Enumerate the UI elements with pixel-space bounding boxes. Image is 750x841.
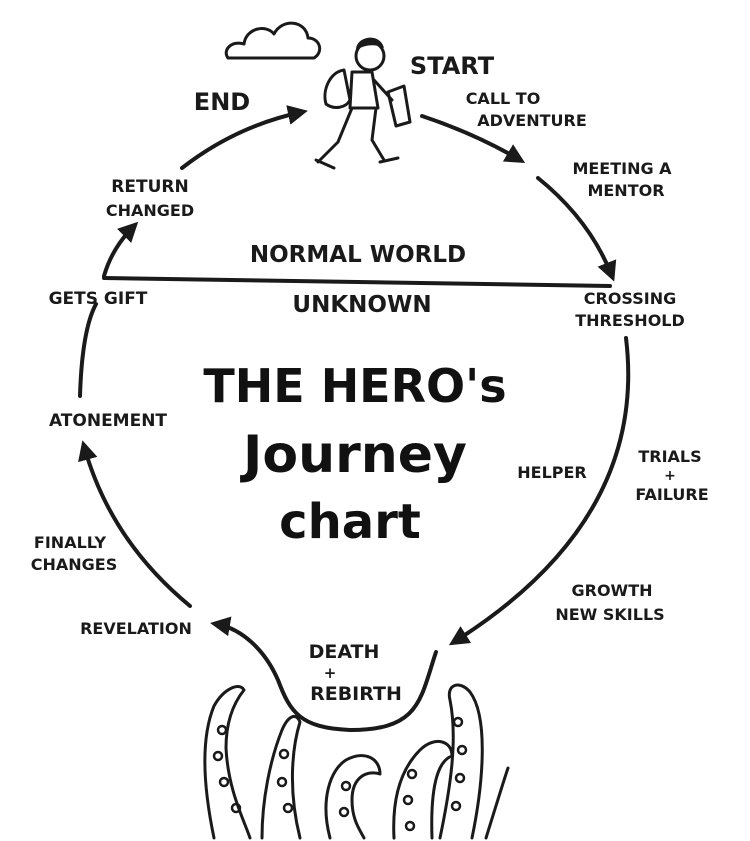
title-line-1: THE HERO's <box>203 359 506 413</box>
arrow-atonement-to-gift <box>78 302 98 398</box>
hiker-icon <box>314 37 412 170</box>
world-divider <box>102 276 612 288</box>
trials-label-1: TRIALS <box>638 447 701 466</box>
finally-label-1: FINALLY <box>34 533 107 552</box>
death-label-1: DEATH <box>309 641 380 663</box>
arrow-mentor-to-crossing <box>536 176 617 282</box>
cycle-arrows <box>78 105 631 732</box>
trials-label-2: + <box>664 468 676 484</box>
call-label-2: ADVENTURE <box>477 111 587 130</box>
mentor-label-2: MENTOR <box>587 181 664 200</box>
tentacles-icon <box>203 683 510 840</box>
title-line-3: chart <box>279 494 421 550</box>
arrow-crossing-to-growth <box>448 336 631 646</box>
return-label-2: CHANGED <box>106 201 194 220</box>
title-line-2: Journey <box>240 425 467 485</box>
normal-world-label: NORMAL WORLD <box>250 242 466 268</box>
mentor-label-1: MEETING A <box>572 159 672 178</box>
growth-label-1: GROWTH <box>571 581 652 600</box>
arrow-gift-to-return <box>102 221 139 278</box>
death-label-2: + <box>324 664 337 682</box>
crossing-label-2: THRESHOLD <box>575 311 685 330</box>
atonement-label: ATONEMENT <box>49 411 167 431</box>
crossing-label-1: CROSSING <box>584 289 676 308</box>
call-label-1: CALL TO <box>466 89 541 108</box>
growth-label-2: NEW SKILLS <box>555 605 664 624</box>
arrow-revelation-to-atonement <box>78 440 192 608</box>
trials-label-3: FAILURE <box>635 485 708 504</box>
finally-label-2: CHANGES <box>31 555 118 574</box>
death-label-3: REBIRTH <box>310 683 402 705</box>
arrow-return-to-end <box>180 105 308 170</box>
end-label: END <box>194 88 250 116</box>
cloud-icon <box>224 21 322 60</box>
arrow-start-to-mentor <box>420 114 526 164</box>
start-label: START <box>410 52 495 80</box>
unknown-label: UNKNOWN <box>292 292 431 318</box>
helper-label: HELPER <box>517 463 587 482</box>
gift-label: GETS GIFT <box>49 289 148 309</box>
revelation-label: REVELATION <box>80 619 192 638</box>
return-label-1: RETURN <box>111 177 188 197</box>
arrow-death-to-revelation <box>210 616 438 732</box>
